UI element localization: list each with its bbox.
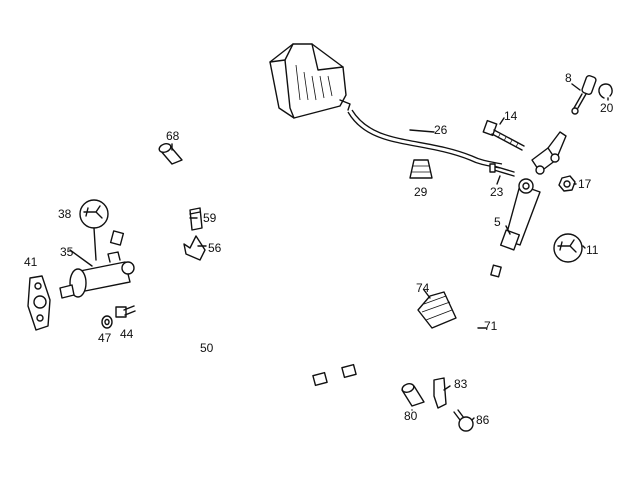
callout-26: 26 <box>434 123 448 137</box>
callout-83: 83 <box>454 377 468 391</box>
clip-59 <box>189 207 203 231</box>
callout-8: 8 <box>565 71 572 85</box>
clip-20 <box>598 83 613 99</box>
callout-80: 80 <box>404 409 418 423</box>
pipe-50 <box>109 168 328 387</box>
bolt-44 <box>115 305 136 318</box>
callout-41: 41 <box>24 255 38 269</box>
callout-47: 47 <box>98 331 112 345</box>
master-cylinder <box>499 131 567 251</box>
callout-5: 5 <box>494 215 501 229</box>
callout-86: 86 <box>476 413 490 427</box>
callout-29: 29 <box>414 185 428 199</box>
callout-38: 38 <box>58 207 72 221</box>
boot-29 <box>409 159 433 179</box>
callout-44: 44 <box>120 327 134 341</box>
reservoir-hose <box>347 109 503 169</box>
clevis-8 <box>571 74 597 115</box>
wrench-icon-11 <box>553 233 583 263</box>
callout-71: 71 <box>484 319 498 333</box>
washer-47 <box>101 315 113 329</box>
callout-11: 11 <box>586 243 599 257</box>
callout-23: 23 <box>490 185 504 199</box>
leader-lines <box>69 83 609 421</box>
gasket-41 <box>27 275 51 331</box>
callout-59: 59 <box>203 211 217 225</box>
sleeve-68 <box>158 143 183 165</box>
callout-74: 74 <box>416 281 430 295</box>
bracket-56 <box>183 235 206 261</box>
callout-20: 20 <box>600 101 614 115</box>
reservoir <box>269 43 351 119</box>
bolt-23 <box>489 163 515 177</box>
wrench-icon-38 <box>79 199 109 261</box>
boot-74 <box>417 291 457 329</box>
nut-17 <box>558 175 576 192</box>
callout-56: 56 <box>208 241 222 255</box>
pipe-71 <box>341 264 502 379</box>
screw-86 <box>453 409 474 432</box>
sleeve-80 <box>401 383 425 407</box>
callout-labels: 68 38 59 56 35 41 47 44 50 26 29 14 8 20… <box>24 71 614 427</box>
callout-68: 68 <box>166 129 180 143</box>
callout-14: 14 <box>504 109 518 123</box>
bolt-14 <box>482 119 525 151</box>
bracket-83 <box>433 377 447 409</box>
slave-cylinder <box>59 251 135 299</box>
callout-17: 17 <box>578 177 592 191</box>
callout-35: 35 <box>60 245 74 259</box>
callout-50: 50 <box>200 341 214 355</box>
